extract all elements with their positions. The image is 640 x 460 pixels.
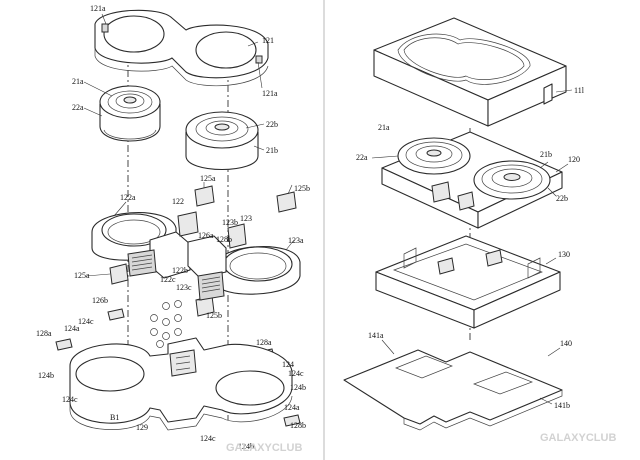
label-130: 130 xyxy=(558,250,570,259)
label-128a-left: 128a xyxy=(36,329,52,338)
label-126a: 126a xyxy=(198,231,214,240)
label-129: 129 xyxy=(136,423,148,432)
label-128b-bot: 128b xyxy=(290,421,306,430)
label-21a-right: 21a xyxy=(378,123,390,132)
label-122: 122 xyxy=(172,197,184,206)
label-124a-right: 124a xyxy=(284,403,300,412)
label-123c: 123c xyxy=(176,283,192,292)
left-exploded-view: 121a 121 121a 21a 22a 22b 21b 125a 125b … xyxy=(36,4,310,454)
label-11l: 11l xyxy=(574,86,585,95)
label-B1: B1 xyxy=(110,413,119,422)
right-assembled-view: 11l 21a 22a 21b 120 22b 130 141a 140 141… xyxy=(344,18,616,444)
label-124c-bot2: 124c xyxy=(200,434,216,443)
lens-21b-22b xyxy=(186,112,258,170)
label-140: 140 xyxy=(560,339,572,348)
label-122a: 122a xyxy=(120,193,136,202)
label-124c-bot: 124c xyxy=(62,395,78,404)
label-141b: 141b xyxy=(554,401,570,410)
label-124b-left: 124b xyxy=(38,371,54,380)
label-141a: 141a xyxy=(368,331,384,340)
label-124: 124 xyxy=(282,360,294,369)
label-121a-top: 121a xyxy=(90,4,106,13)
label-123a: 123a xyxy=(288,236,304,245)
label-125b-mid: 125b xyxy=(206,311,222,320)
label-121: 121 xyxy=(262,36,274,45)
watermark-right: GALAXYCLUB xyxy=(540,432,616,444)
holder-rings-122-123 xyxy=(92,212,300,300)
label-125a-mid: 125a xyxy=(74,271,90,280)
label-21b-left: 21b xyxy=(266,146,278,155)
label-21b-right: 21b xyxy=(540,150,552,159)
label-128a-right: 128a xyxy=(256,338,272,347)
label-123b: 123b xyxy=(222,218,238,227)
label-22a-left: 22a xyxy=(72,103,84,112)
label-22b-left: 22b xyxy=(266,120,278,129)
label-126b: 126b xyxy=(92,296,108,305)
lens-module-120 xyxy=(372,132,568,228)
label-124c-left: 124c xyxy=(78,317,94,326)
label-125b-right: 125b xyxy=(294,184,310,193)
label-124c-right: 124c xyxy=(288,369,304,378)
carrier-130 xyxy=(376,236,560,328)
cover-11l xyxy=(374,18,572,126)
base-frame-124 xyxy=(70,338,292,430)
label-121a-right: 121a xyxy=(262,89,278,98)
flex-140 xyxy=(344,340,562,430)
watermark-left: GALAXYCLUB xyxy=(226,442,302,454)
label-122c: 122c xyxy=(160,275,176,284)
bracket-121 xyxy=(95,10,268,85)
label-21a-left: 21a xyxy=(72,77,84,86)
label-123: 123 xyxy=(240,214,252,223)
label-22a-right: 22a xyxy=(356,153,368,162)
label-22b-right: 22b xyxy=(556,194,568,203)
label-120: 120 xyxy=(568,155,580,164)
label-125a-top: 125a xyxy=(200,174,216,183)
label-128b-top: 128b xyxy=(216,235,232,244)
label-122b: 122b xyxy=(172,266,188,275)
label-124b-right: 124b xyxy=(290,383,306,392)
